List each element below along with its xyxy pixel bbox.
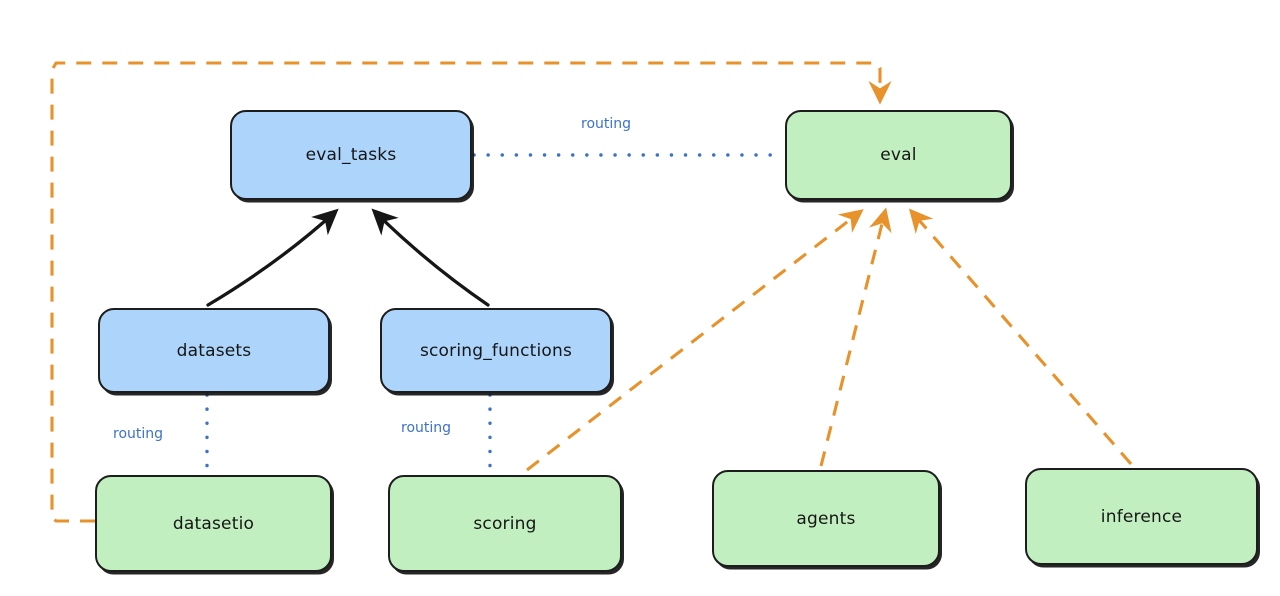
edge-scoring-functions-eval-tasks — [371, 208, 490, 307]
node-label-inference: inference — [1100, 506, 1183, 527]
edge-agents-eval — [819, 207, 892, 467]
node-scoring[interactable]: scoring — [388, 475, 622, 572]
edge-inference-eval — [908, 208, 1133, 466]
node-agents[interactable]: agents — [712, 470, 940, 567]
node-inference[interactable]: inference — [1025, 468, 1258, 565]
node-label-datasetio: datasetio — [172, 513, 255, 534]
node-label-eval: eval — [880, 145, 917, 165]
node-label-eval-tasks: eval_tasks — [305, 145, 397, 165]
node-label-datasets: datasets — [176, 340, 252, 361]
edge-datasets-eval-tasks — [206, 208, 339, 307]
edge-label-routing-datasets-datasetio: routing — [110, 426, 167, 442]
edge-label-routing-scoring-functions-scoring: routing — [398, 420, 455, 436]
node-label-scoring: scoring — [473, 513, 537, 534]
edge-label-routing-eval-tasks-eval: routing — [578, 116, 635, 132]
node-scoring-functions[interactable]: scoring_functions — [380, 308, 612, 393]
node-datasetio[interactable]: datasetio — [95, 475, 332, 572]
node-eval[interactable]: eval — [785, 110, 1012, 200]
node-datasets[interactable]: datasets — [98, 308, 330, 393]
node-label-scoring-functions: scoring_functions — [419, 340, 573, 361]
node-eval-tasks[interactable]: eval_tasks — [230, 110, 472, 200]
node-label-agents: agents — [796, 508, 856, 529]
